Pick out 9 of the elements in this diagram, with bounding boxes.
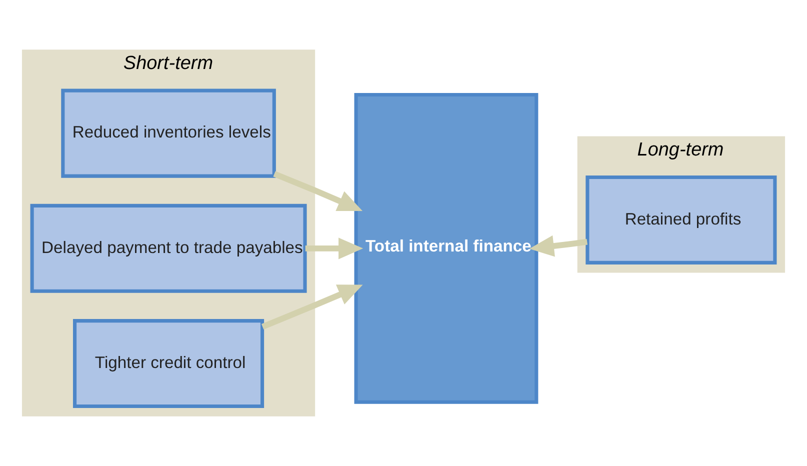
node-box: Delayed payment to trade payables bbox=[30, 204, 307, 293]
arrow bbox=[273, 171, 363, 211]
arrow bbox=[261, 284, 363, 330]
arrow bbox=[529, 235, 588, 257]
node-box: Reduced inventories levels bbox=[61, 88, 276, 178]
node-box: Retained profits bbox=[586, 175, 777, 264]
arrow bbox=[305, 238, 364, 260]
node-box: Total internal finance bbox=[354, 92, 538, 404]
node-box: Tighter credit control bbox=[73, 319, 264, 408]
